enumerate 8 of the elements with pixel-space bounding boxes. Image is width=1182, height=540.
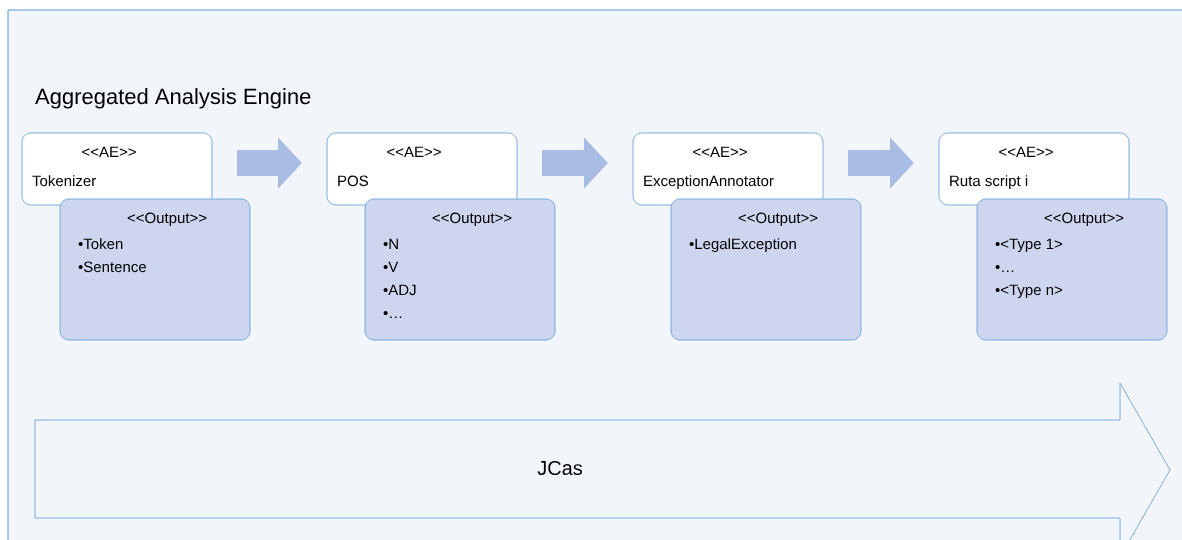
output-box: <<Output>> •<Type 1> •… •<Type n> [976, 198, 1168, 341]
output-box: <<Output>> •Token •Sentence [59, 198, 251, 341]
component-box: <<AE>> Ruta script i [938, 132, 1130, 206]
component-box: <<AE>> POS [326, 132, 518, 206]
output-box: <<Output>> •LegalException [670, 198, 862, 341]
component-box: <<AE>> Tokenizer [21, 132, 213, 206]
component-box: <<AE>> ExceptionAnnotator [632, 132, 824, 206]
output-box: <<Output>> •N •V •ADJ •… [364, 198, 556, 341]
